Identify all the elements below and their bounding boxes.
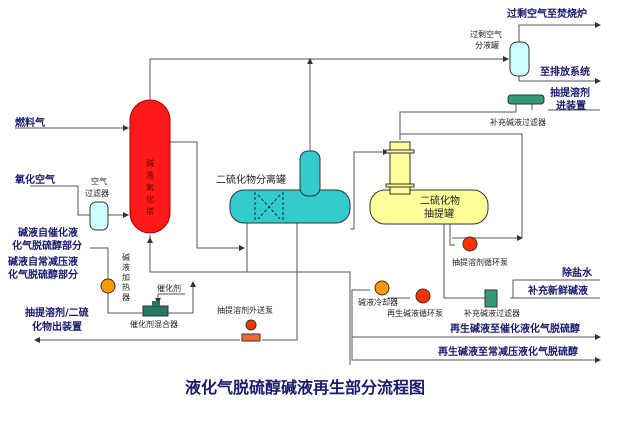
label-regen-to-atm: 再生碱液至常减压液化气脱硫醇 [438, 345, 578, 358]
label-disulfide-separator: 二硫化物分离罐 [216, 173, 286, 186]
label-solvent-circ-pump: 抽提溶剂循环泵 [452, 257, 508, 267]
label-excess-air-drum-1: 过剩空气 [470, 29, 502, 39]
separator-dome [299, 150, 321, 197]
tower-char: 碱 [146, 159, 154, 168]
solvent-out-pump-motor [245, 319, 257, 331]
label-auto-atm-1: 碱液自常减压液 [8, 255, 78, 268]
label-excess-air-incinerator: 过剩空气至焚烧炉 [507, 7, 587, 20]
heater-char: 碱 [122, 253, 130, 262]
label-auto-atm-2: 化气脱硫醇部分 [8, 268, 78, 281]
regen-caustic-circulation-pump [415, 288, 431, 304]
label-heater: 碱 液 加 热 器 [122, 253, 130, 302]
heater-char: 加 [122, 272, 130, 282]
tower-char: 氧 [146, 182, 154, 192]
disulfide-extraction-tank [369, 189, 489, 225]
air-filter [89, 201, 109, 231]
heater-char: 液 [122, 262, 130, 272]
makeup-caustic-filter-bottom [484, 289, 498, 308]
diagram-title: 液化气脱硫醇碱液再生部分流程图 [185, 378, 425, 397]
extraction-column [389, 141, 411, 195]
tower-char: 塔 [146, 206, 154, 216]
label-solvent-out-pump: 抽提溶剂外送泵 [217, 305, 273, 315]
label-makeup-filter-top: 补充碱液过滤器 [490, 117, 546, 127]
label-catalyst: 催化剂 [157, 283, 181, 293]
label-caustic-cooler: 碱液冷却器 [358, 297, 398, 307]
excess-air-drum [509, 41, 530, 77]
label-regen-circ-pump: 再生碱液循环泵 [387, 308, 443, 318]
label-excess-air-drum-2: 分液罐 [475, 40, 499, 50]
label-tower: 碱 液 氧 化 塔 [146, 159, 154, 216]
label-oxidation-air: 氧化空气 [14, 173, 55, 186]
label-to-discharge: 至排放系统 [540, 65, 590, 78]
solvent-out-pump [241, 333, 261, 342]
label-fresh-caustic: 补充新鲜碱液 [527, 284, 588, 297]
label-fuel-gas: 燃料气 [15, 116, 45, 129]
label-auto-cat-1: 碱液自催化液 [18, 226, 78, 239]
tower-char: 液 [146, 170, 154, 180]
heater-char: 器 [122, 293, 130, 302]
label-solvent-in-2: 进装置 [556, 99, 586, 112]
catalyst-mixer [142, 305, 169, 317]
makeup-caustic-filter-top [507, 94, 545, 105]
label-solvent-in-1: 抽提溶剂 [550, 86, 590, 99]
label-catalyst-mixer: 催化剂混合器 [130, 319, 178, 329]
label-auto-cat-2: 化气脱硫醇部分 [12, 239, 82, 252]
disulfide-separator-tank [229, 189, 351, 224]
label-extractor-2: 抽提罐 [424, 207, 454, 220]
label-demin-water: 除盐水 [562, 266, 593, 279]
heater-char: 热 [122, 282, 130, 292]
label-solvent-out-2: 化物出装置 [32, 320, 82, 333]
caustic-oxidation-tower [129, 99, 171, 234]
label-air-filter: 空气 [91, 176, 107, 186]
caustic-cooler [374, 280, 390, 296]
label-extractor-1: 二硫化物 [420, 194, 460, 207]
pipelines [15, 22, 601, 365]
label-makeup-filter-bottom: 补充碱液过滤器 [464, 308, 520, 318]
label-air-filter-2: 过滤器 [85, 188, 109, 198]
label-solvent-out-1: 抽提溶剂/二硫 [25, 306, 89, 319]
tower-char: 化 [146, 194, 154, 204]
caustic-heater [100, 278, 116, 294]
solvent-circulation-pump [462, 236, 478, 252]
label-regen-to-cat: 再生碱液至催化液化气脱硫醇 [450, 322, 580, 335]
